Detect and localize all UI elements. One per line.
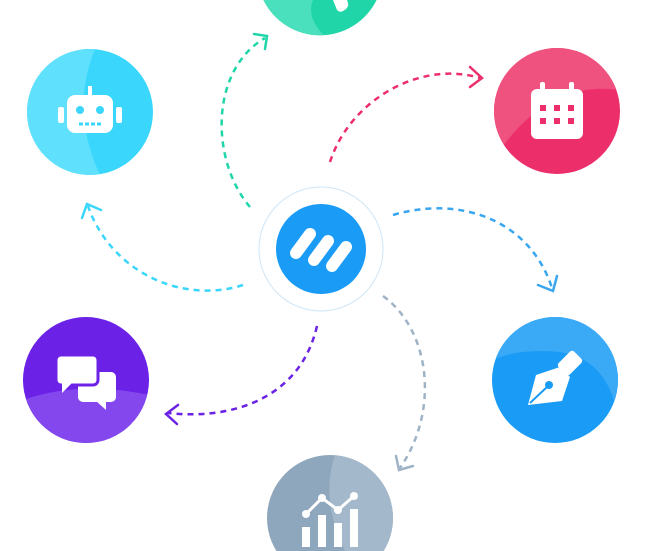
analytics-node[interactable] bbox=[267, 455, 393, 551]
connector-top bbox=[220, 36, 266, 208]
chat-icon bbox=[54, 353, 116, 410]
chat-node[interactable] bbox=[23, 317, 149, 443]
connectors bbox=[86, 36, 554, 469]
connector-robot bbox=[86, 205, 244, 292]
calendar-icon bbox=[531, 82, 583, 139]
top-tool-icon bbox=[333, 0, 349, 12]
hub-logo-icon bbox=[290, 228, 352, 272]
arrowheads bbox=[80, 32, 559, 472]
pen-node[interactable] bbox=[492, 317, 618, 443]
connector-chat bbox=[167, 325, 319, 416]
calendar-node[interactable] bbox=[494, 48, 620, 174]
connector-calendar bbox=[328, 72, 481, 163]
analytics-icon bbox=[302, 492, 358, 547]
robot-node[interactable] bbox=[27, 49, 153, 175]
top-tool-node[interactable] bbox=[260, 0, 377, 41]
connector-analytics bbox=[382, 294, 427, 469]
connector-pen bbox=[392, 207, 554, 289]
hub-node[interactable] bbox=[258, 186, 384, 312]
pen-icon bbox=[528, 350, 583, 405]
robot-icon bbox=[58, 86, 122, 133]
